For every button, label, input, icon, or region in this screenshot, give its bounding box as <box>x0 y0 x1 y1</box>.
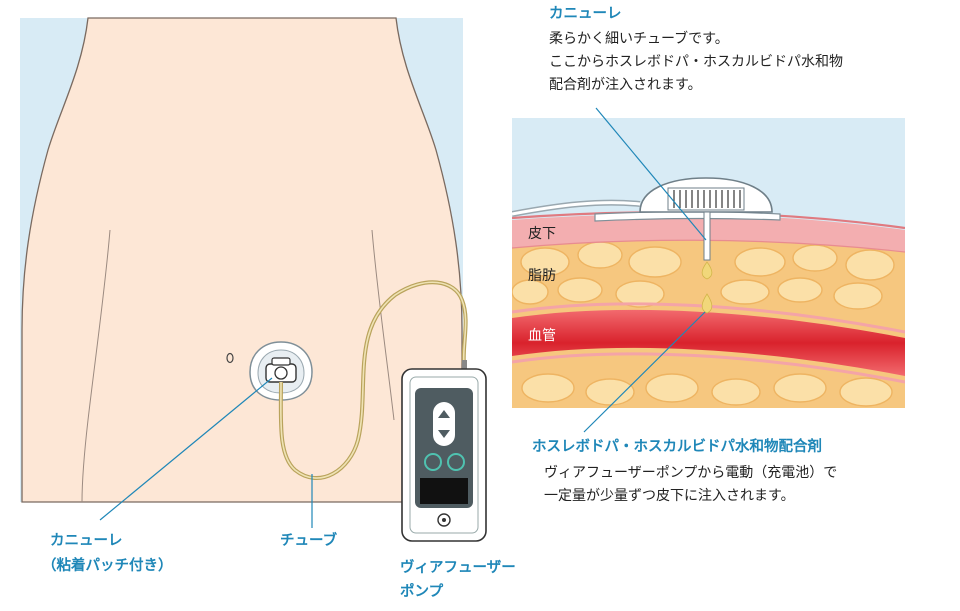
cannula-bottom-label-1: カニューレ <box>50 533 123 549</box>
cannula-top-title: カニューレ <box>549 6 622 22</box>
pump-scroll-button <box>433 402 455 446</box>
tube-label: チューブ <box>280 533 338 549</box>
leader-lines <box>99 107 707 528</box>
cannula-bottom-label-2: （粘着パッチ付き） <box>42 558 173 574</box>
waist-left-line <box>81 229 111 503</box>
body-panel <box>20 17 463 503</box>
blood-vessel <box>512 309 905 376</box>
leader-cannula-bottom <box>99 377 273 521</box>
drug-desc-1: ヴィアフューザーポンプから電動（充電池）で <box>544 465 838 481</box>
skin-cross-section <box>512 118 905 408</box>
layer-skin-label: 皮下 <box>528 226 556 242</box>
drug-drop-1 <box>701 261 713 280</box>
layer-fat-label: 脂肪 <box>528 268 556 284</box>
drug-drop-2 <box>701 293 713 314</box>
cannula-top-desc-1: 柔らかく細いチューブです。 <box>549 31 729 47</box>
drug-desc-2: 一定量が少量ずつ皮下に注入されます。 <box>544 488 795 504</box>
pump-device <box>401 360 487 542</box>
leader-cannula-top <box>595 107 707 241</box>
waist-right-line <box>371 229 395 421</box>
pump-label-1: ヴィアフューザー <box>400 560 516 576</box>
cannula-in-skin <box>703 211 711 261</box>
cannula-top-desc-3: 配合剤が注入されます。 <box>549 77 702 93</box>
leader-drug <box>583 311 706 433</box>
up-arrow-icon <box>438 410 450 418</box>
navel <box>226 352 234 364</box>
pump-display <box>420 478 468 504</box>
pump-ring-left-icon <box>424 453 442 471</box>
torso <box>21 17 463 503</box>
pump-ring-right-icon <box>447 453 465 471</box>
drug-title: ホスレボドパ・ホスカルビドパ水和物配合剤 <box>532 439 822 455</box>
layer-vessel-label: 血管 <box>528 328 556 344</box>
pump-label-2: ポンプ <box>400 584 444 600</box>
down-arrow-icon <box>438 430 450 438</box>
cannula-top-desc-2: ここからホスレボドパ・ホスカルビドパ水和物 <box>549 54 843 70</box>
